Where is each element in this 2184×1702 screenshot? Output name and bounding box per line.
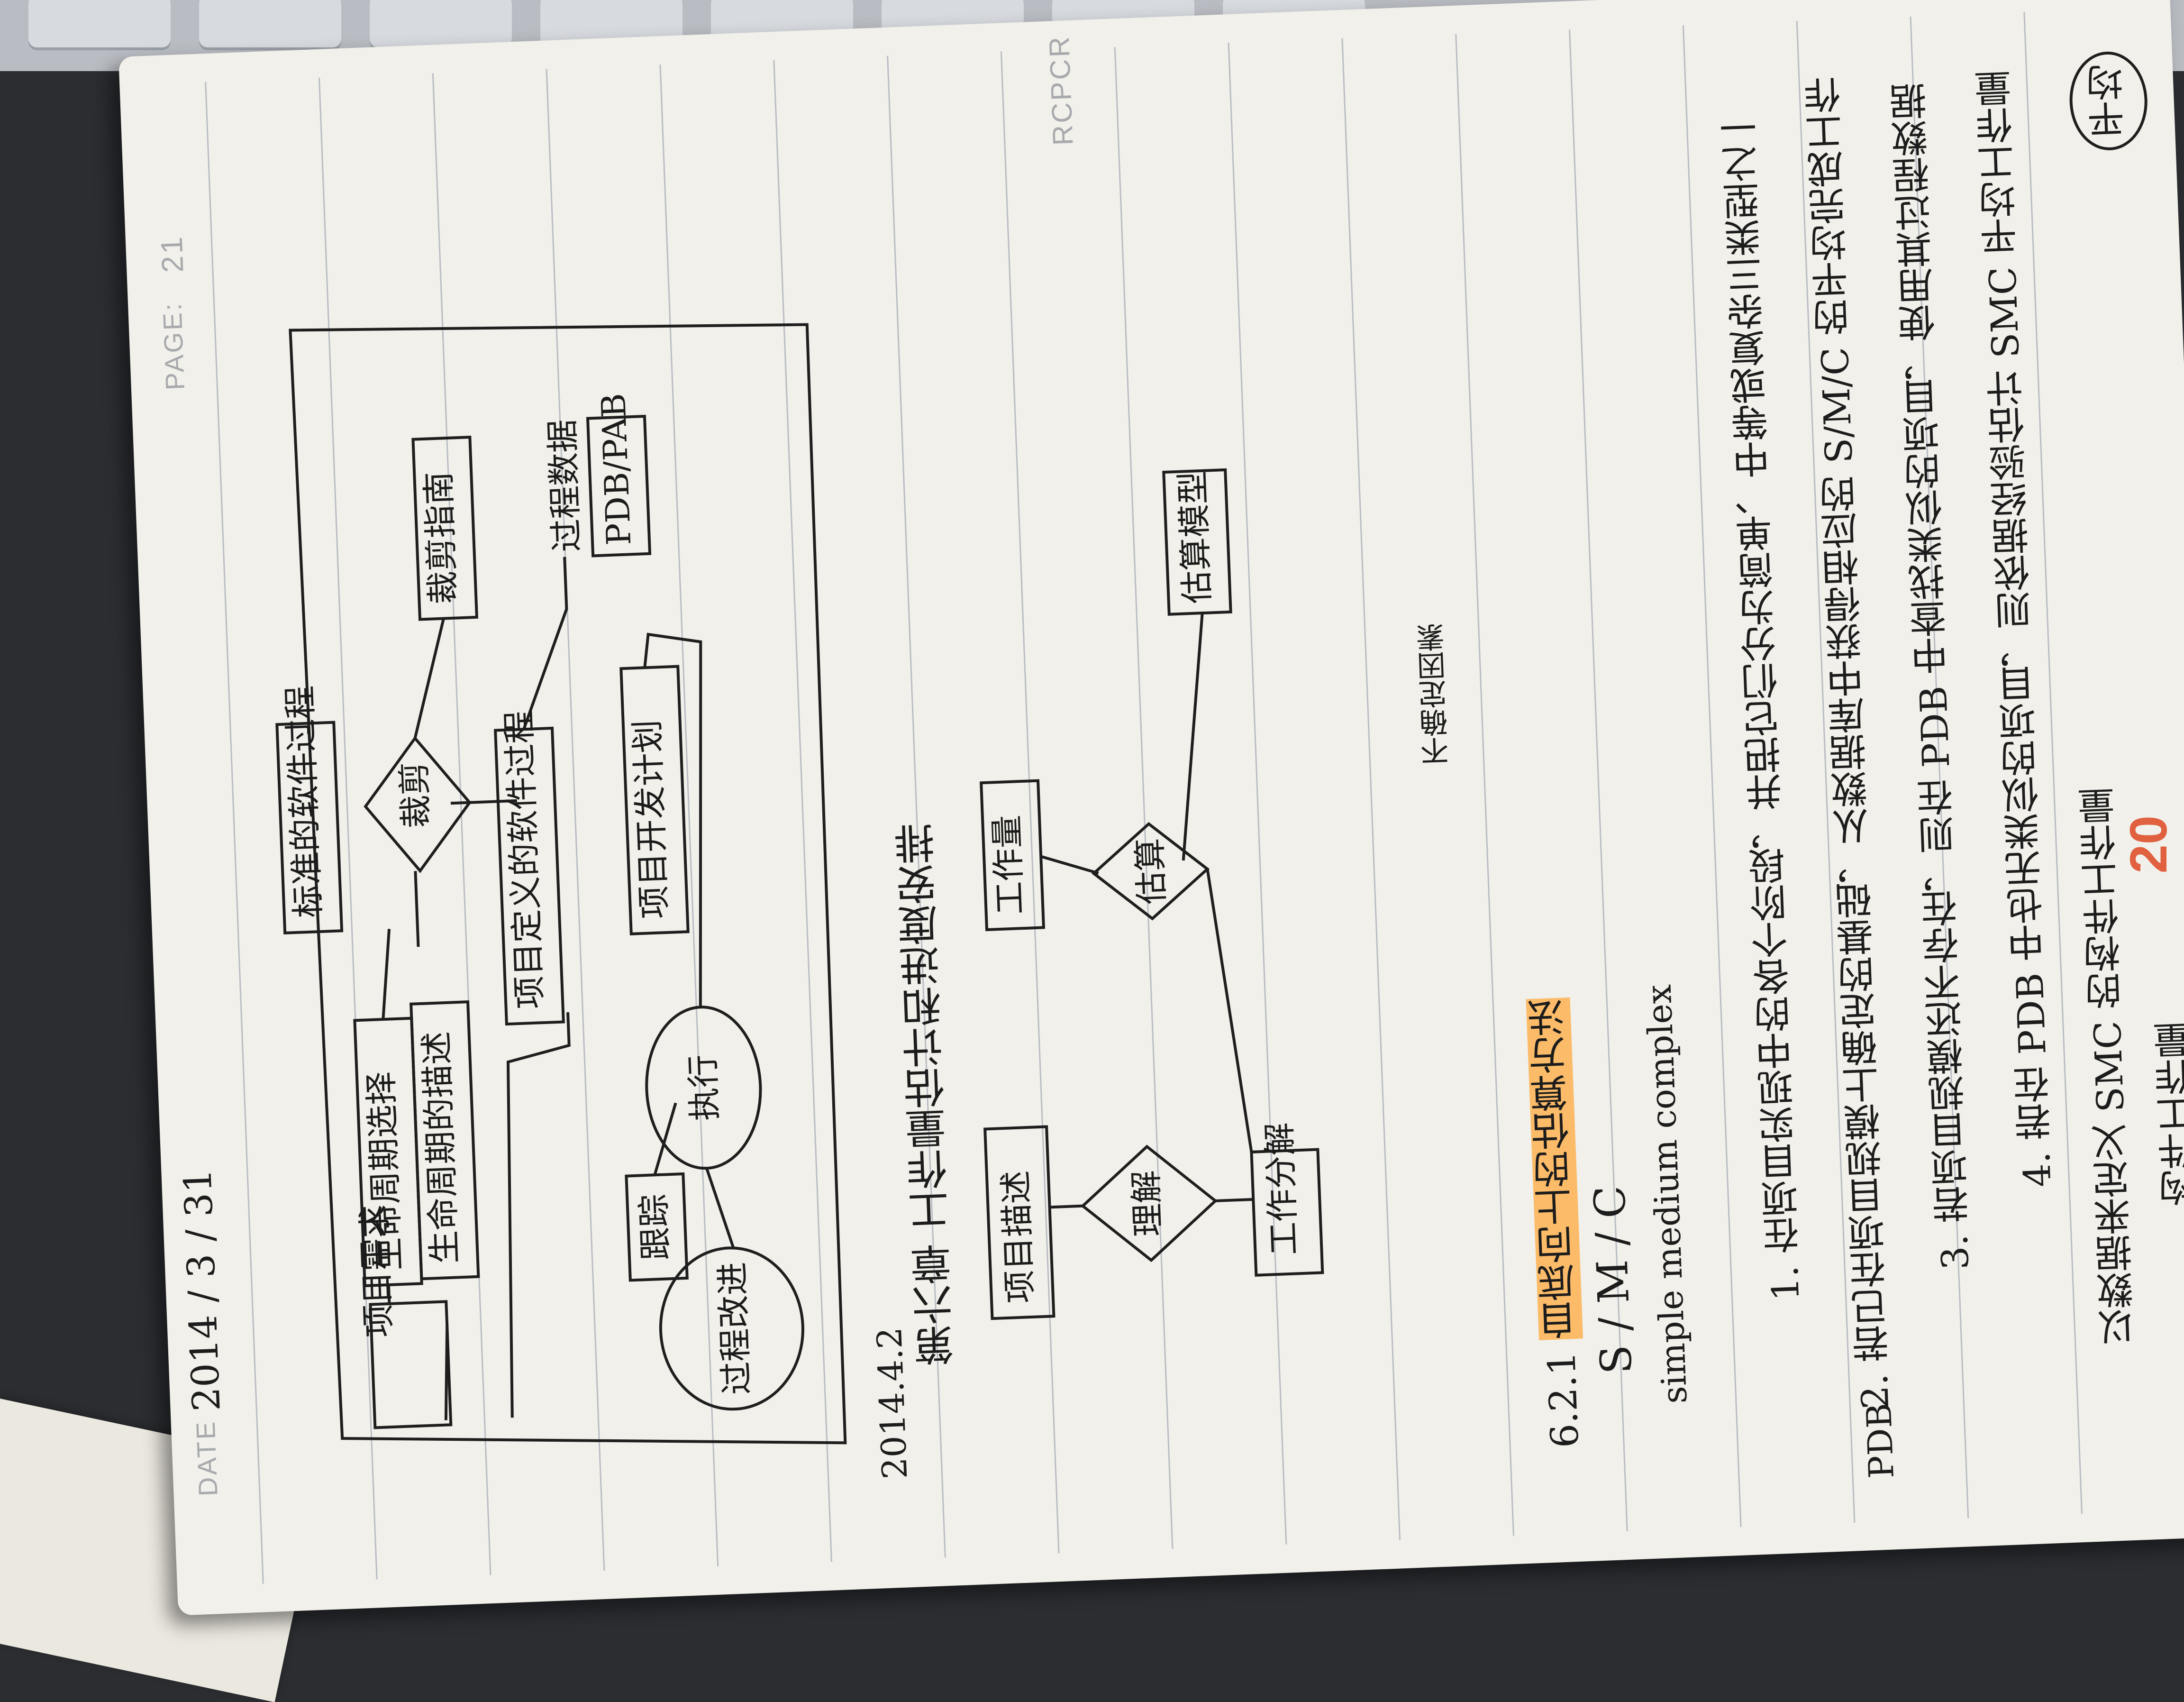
circled-word: 平均 [2067, 50, 2149, 152]
node-estimate: 估算 [1130, 837, 1172, 905]
node-project-description: 项目描述 [996, 1170, 1040, 1304]
node-tailoring-guide: 裁剪指南 [419, 471, 463, 605]
node-project-requirements: 项目需求 [355, 1204, 399, 1338]
node-standard-process: 标准的软件过程 [280, 685, 328, 919]
node-estimate-model: 估算模型 [1173, 470, 1217, 604]
margin-note: PDB [1858, 1402, 1902, 1480]
body-line-1: 1. 在项目实现中的各个阶段，并把它们分为简单、中等或复杂三类型之一 [1719, 107, 1808, 1302]
node-effort: 工作量 [987, 814, 1030, 915]
notebook-page: DATE 2014 / 3 / 31 PAGE: 21 RCPCR [118, 0, 2184, 1616]
body-line-4: 4. 若在 PDB 中也无类似的项目，则依据经验估计 SMC 平均工作量 [1974, 69, 2060, 1188]
node-tailoring: 裁剪 [395, 761, 436, 829]
section-heading: 6.2.1 自底向上的估算方法 [1520, 997, 1592, 1449]
body-line-2: 2. 若已在项目规模上确定的基础，从数据库中获得相应的 S/M/C 的平均完成工… [1803, 76, 1898, 1410]
node-pdb-pab: PDB/PAB [594, 393, 638, 546]
sketch-note: 不确定因素 [1415, 622, 1455, 766]
node-process-improvement: 过程改进 [713, 1262, 757, 1396]
node-track: 跟踪 [634, 1193, 675, 1261]
node-work-breakdown: 工作分解 [1260, 1122, 1304, 1256]
node-understand: 理解 [1127, 1170, 1168, 1237]
node-lifecycle-description: 生命周期的描述 [417, 1031, 464, 1264]
flowchart-estimation: 项目描述 理解 工作分解 估算 估算模型 工作量 [980, 468, 1408, 1320]
node-execute: 执行 [683, 1054, 725, 1122]
globe-sketch [1386, 681, 1408, 827]
body-line-6: 构件工作量 [2153, 1021, 2184, 1208]
node-process-data: 过程数据 [543, 419, 587, 553]
body-line-3: 3. 若项目规模还不存在，则在 PDB 中查找类似的项目，使用其过程数据 [1889, 82, 1978, 1271]
section-number: 6.2.1 [1539, 1350, 1587, 1449]
smc-words: simple medium complex [1638, 984, 1695, 1405]
node-project-plan: 项目开发计划 [628, 719, 674, 920]
red-page-number: 20 [2120, 815, 2178, 874]
flowchart-software-process: 项目需求 生命周期选择 生命周期的描述 标准的软件过程 裁剪 裁剪指南 项目定义… [275, 323, 847, 1445]
section-title: 自底向上的估算方法 [1526, 997, 1583, 1340]
smc-label: S / M / C [1584, 1184, 1642, 1375]
node-lifecycle-selection: 生命周期选择 [362, 1071, 408, 1272]
